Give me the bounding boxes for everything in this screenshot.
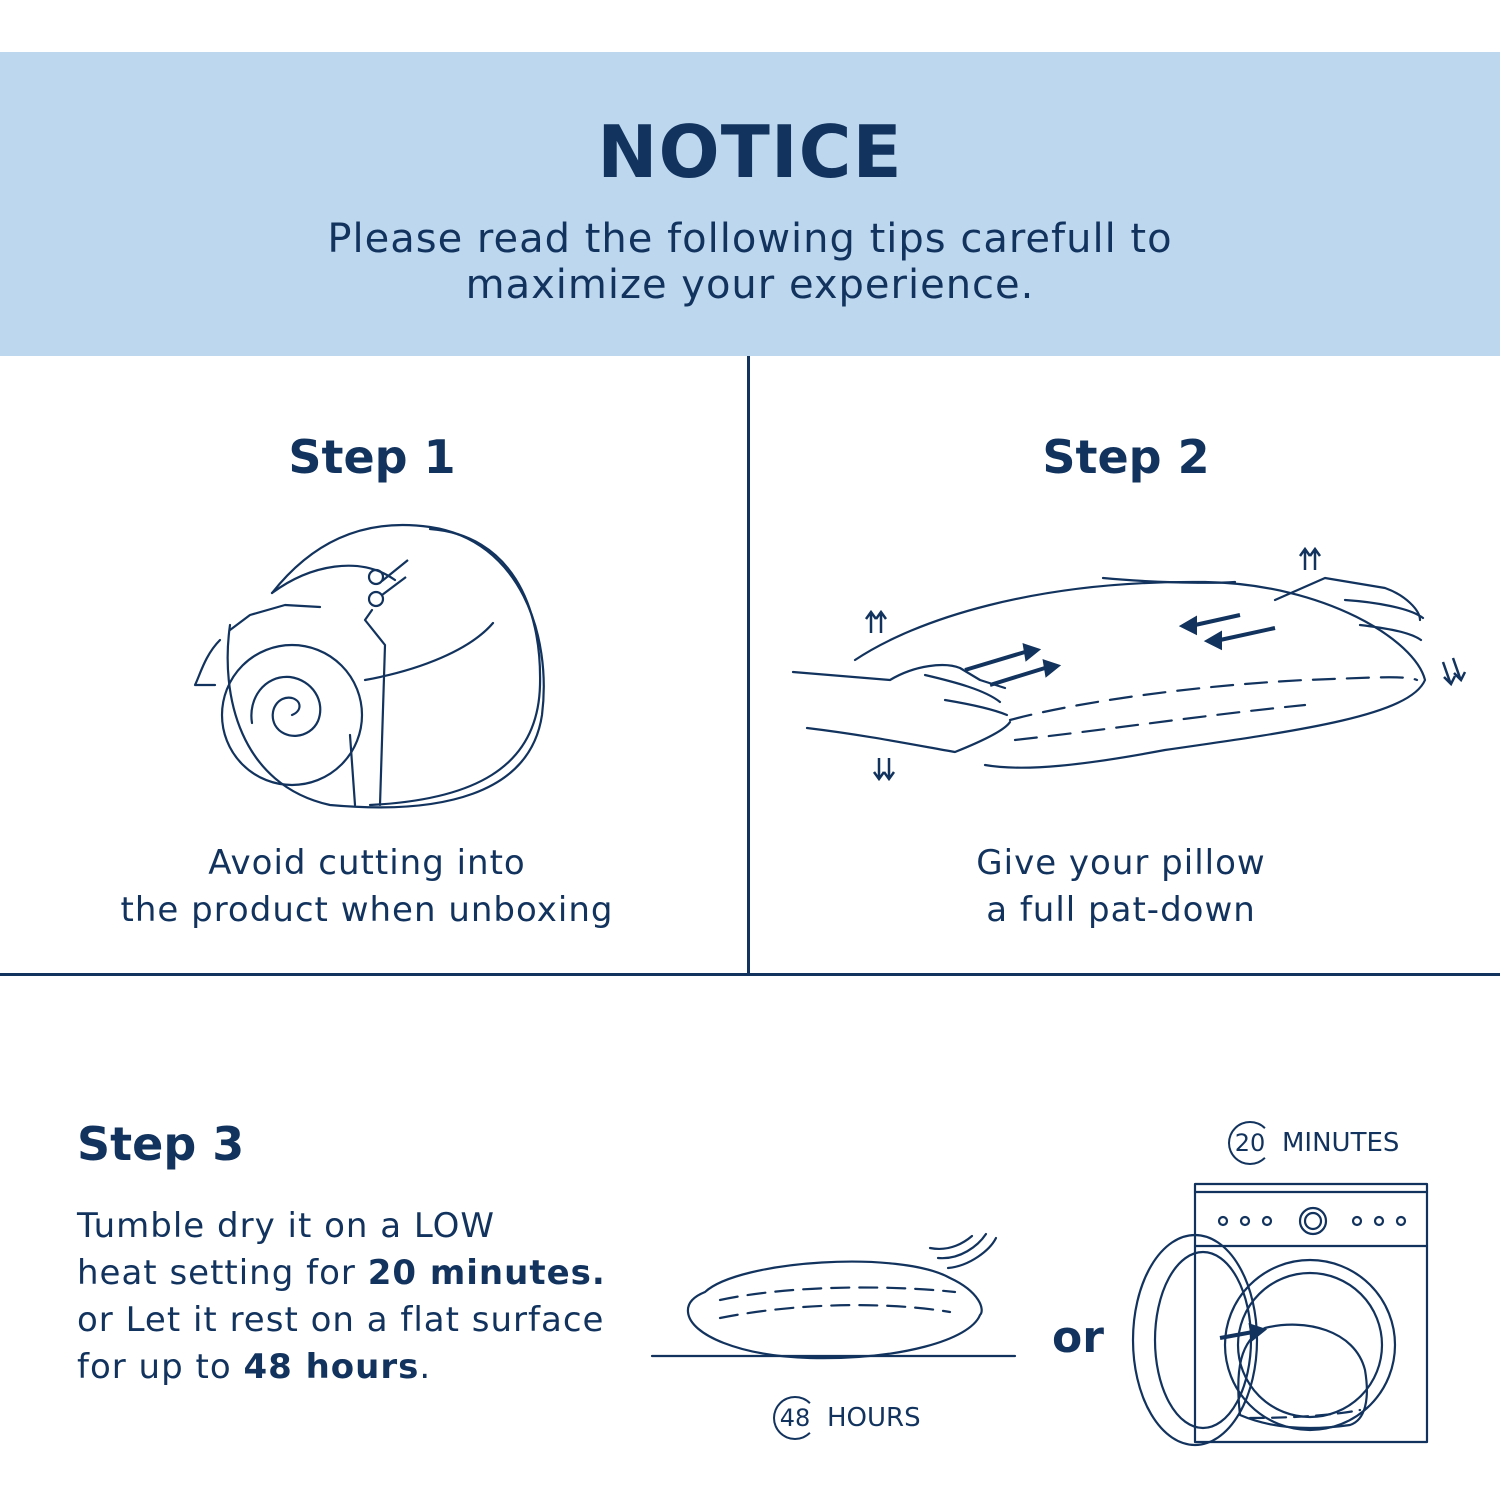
rest-timer-unit: HOURS [827,1403,921,1433]
step2-caption-line1: Give your pillow [976,843,1266,883]
resting-pillow-icon [650,1232,1017,1360]
step2-caption-line2: a full pat-down [986,890,1256,930]
step1-caption: Avoid cutting into the product when unbo… [17,840,717,934]
step3-line2-bold: 20 minutes. [367,1253,606,1293]
rolled-pillow-scissors-icon [193,523,545,809]
step1-title: Step 1 [288,430,456,484]
step3-instructions: Tumble dry it on a LOW heat setting for … [77,1203,677,1391]
step3-line2: heat setting for 20 minutes. [77,1250,677,1297]
step3-line4-text: for up to [77,1347,244,1387]
pillow-pat-down-icon [791,546,1467,782]
dry-timer: 20 MINUTES [1228,1121,1399,1165]
rest-timer: 48 HOURS [773,1396,921,1440]
step3-line4-end: . [419,1347,432,1387]
notice-subtitle-line1: Please read the following tips carefull … [327,216,1173,262]
or-separator: or [1052,1312,1104,1363]
step1-caption-line2: the product when unboxing [120,890,614,930]
step2-title: Step 2 [1042,430,1210,484]
rest-timer-value: 48 [773,1396,817,1440]
vertical-divider [747,356,750,976]
step3-line3: or Let it rest on a flat surface [77,1300,605,1340]
step3-line1: Tumble dry it on a LOW [77,1206,496,1246]
notice-subtitle-line2: maximize your experience. [465,262,1035,308]
notice-banner [0,52,1500,356]
step2-caption: Give your pillow a full pat-down [771,840,1471,934]
notice-title: NOTICE [597,110,903,194]
step3-line4-bold: 48 hours [243,1347,420,1387]
step1-caption-line1: Avoid cutting into [208,843,526,883]
step3-title: Step 3 [77,1117,245,1171]
dry-timer-value: 20 [1228,1121,1272,1165]
step3-line2-text: heat setting for [77,1253,368,1293]
step3-line4: for up to 48 hours. [77,1344,677,1391]
horizontal-divider [0,973,1500,976]
dryer-icon [1131,1182,1429,1447]
notice-subtitle: Please read the following tips carefull … [0,216,1500,308]
dry-timer-unit: MINUTES [1282,1128,1400,1158]
